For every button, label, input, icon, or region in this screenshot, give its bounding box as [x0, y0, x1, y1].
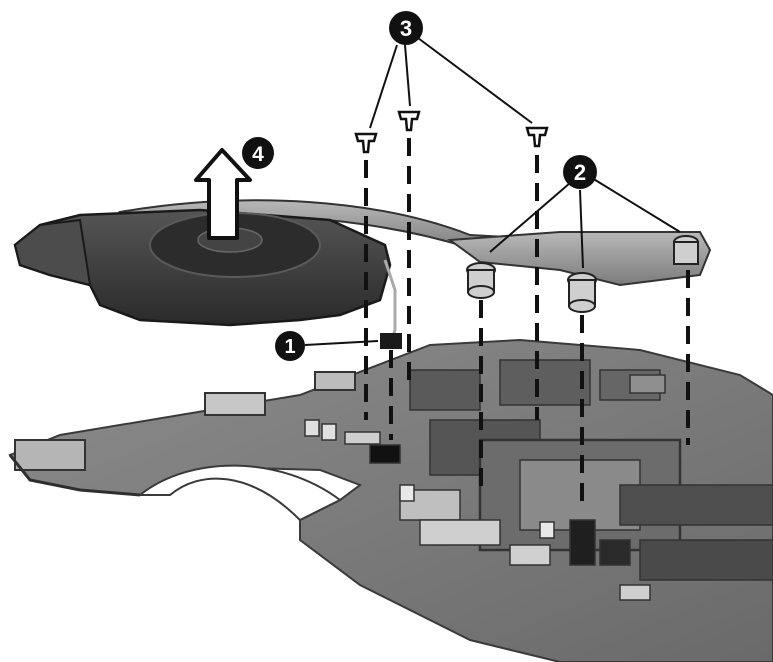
callout-1-label: 1: [284, 336, 295, 358]
chip: [599, 539, 631, 566]
board-edge: [8, 454, 141, 497]
chip: [569, 519, 596, 566]
chip: [419, 519, 501, 546]
capacitor: [321, 423, 337, 441]
usb-connector: [204, 392, 266, 416]
screw: [525, 126, 549, 148]
captive-screws: [466, 235, 699, 313]
chip: [499, 359, 591, 406]
leader-line: [369, 44, 398, 129]
capacitor: [399, 484, 415, 502]
leader-line: [404, 44, 411, 107]
leader-line: [579, 189, 584, 269]
callout-2: 2: [563, 155, 597, 189]
fan-heatsink-assembly: [13, 199, 712, 349]
leader-line: [304, 340, 379, 346]
callout-1: 1: [275, 331, 305, 361]
heatsink-plate: [447, 231, 712, 287]
callout-3-badge: [389, 11, 423, 45]
alignment-lines: [364, 138, 690, 510]
leader-line: [489, 182, 571, 253]
callout-3-label: 3: [400, 16, 412, 41]
callout-4-label: 4: [252, 143, 264, 166]
captive-screw: [568, 299, 596, 313]
chip: [629, 374, 666, 394]
chip: [399, 489, 461, 521]
capacitor: [539, 521, 555, 539]
chip: [344, 431, 381, 445]
callout-4-badge: [242, 137, 274, 169]
screws: [354, 110, 549, 154]
fan-cable-plug: [380, 333, 402, 349]
memory-slot: [619, 484, 773, 526]
left-connector: [14, 439, 86, 471]
captive-screw: [673, 241, 699, 265]
callout-2-badge: [563, 155, 597, 189]
callout-2-label: 2: [574, 160, 586, 185]
board-cutout: [137, 464, 342, 522]
fan-outlet: [13, 218, 92, 287]
audio-connector: [314, 371, 356, 391]
callout-1-badge: [275, 331, 305, 361]
chip: [409, 369, 481, 411]
callout-3: 3: [389, 11, 423, 45]
memory-slot: [639, 539, 773, 581]
chip: [509, 544, 551, 566]
screw: [397, 110, 421, 132]
chip: [619, 584, 651, 601]
captive-screw: [467, 285, 495, 299]
fan-connector: [369, 444, 401, 464]
lift-arrow: [194, 148, 252, 240]
leader-line: [591, 177, 681, 233]
screw: [354, 132, 378, 154]
up-arrow-icon: [194, 148, 252, 240]
leader-lines: [304, 37, 681, 346]
leader-line: [417, 37, 533, 124]
callout-4: 4: [242, 137, 274, 169]
capacitor: [304, 419, 320, 437]
